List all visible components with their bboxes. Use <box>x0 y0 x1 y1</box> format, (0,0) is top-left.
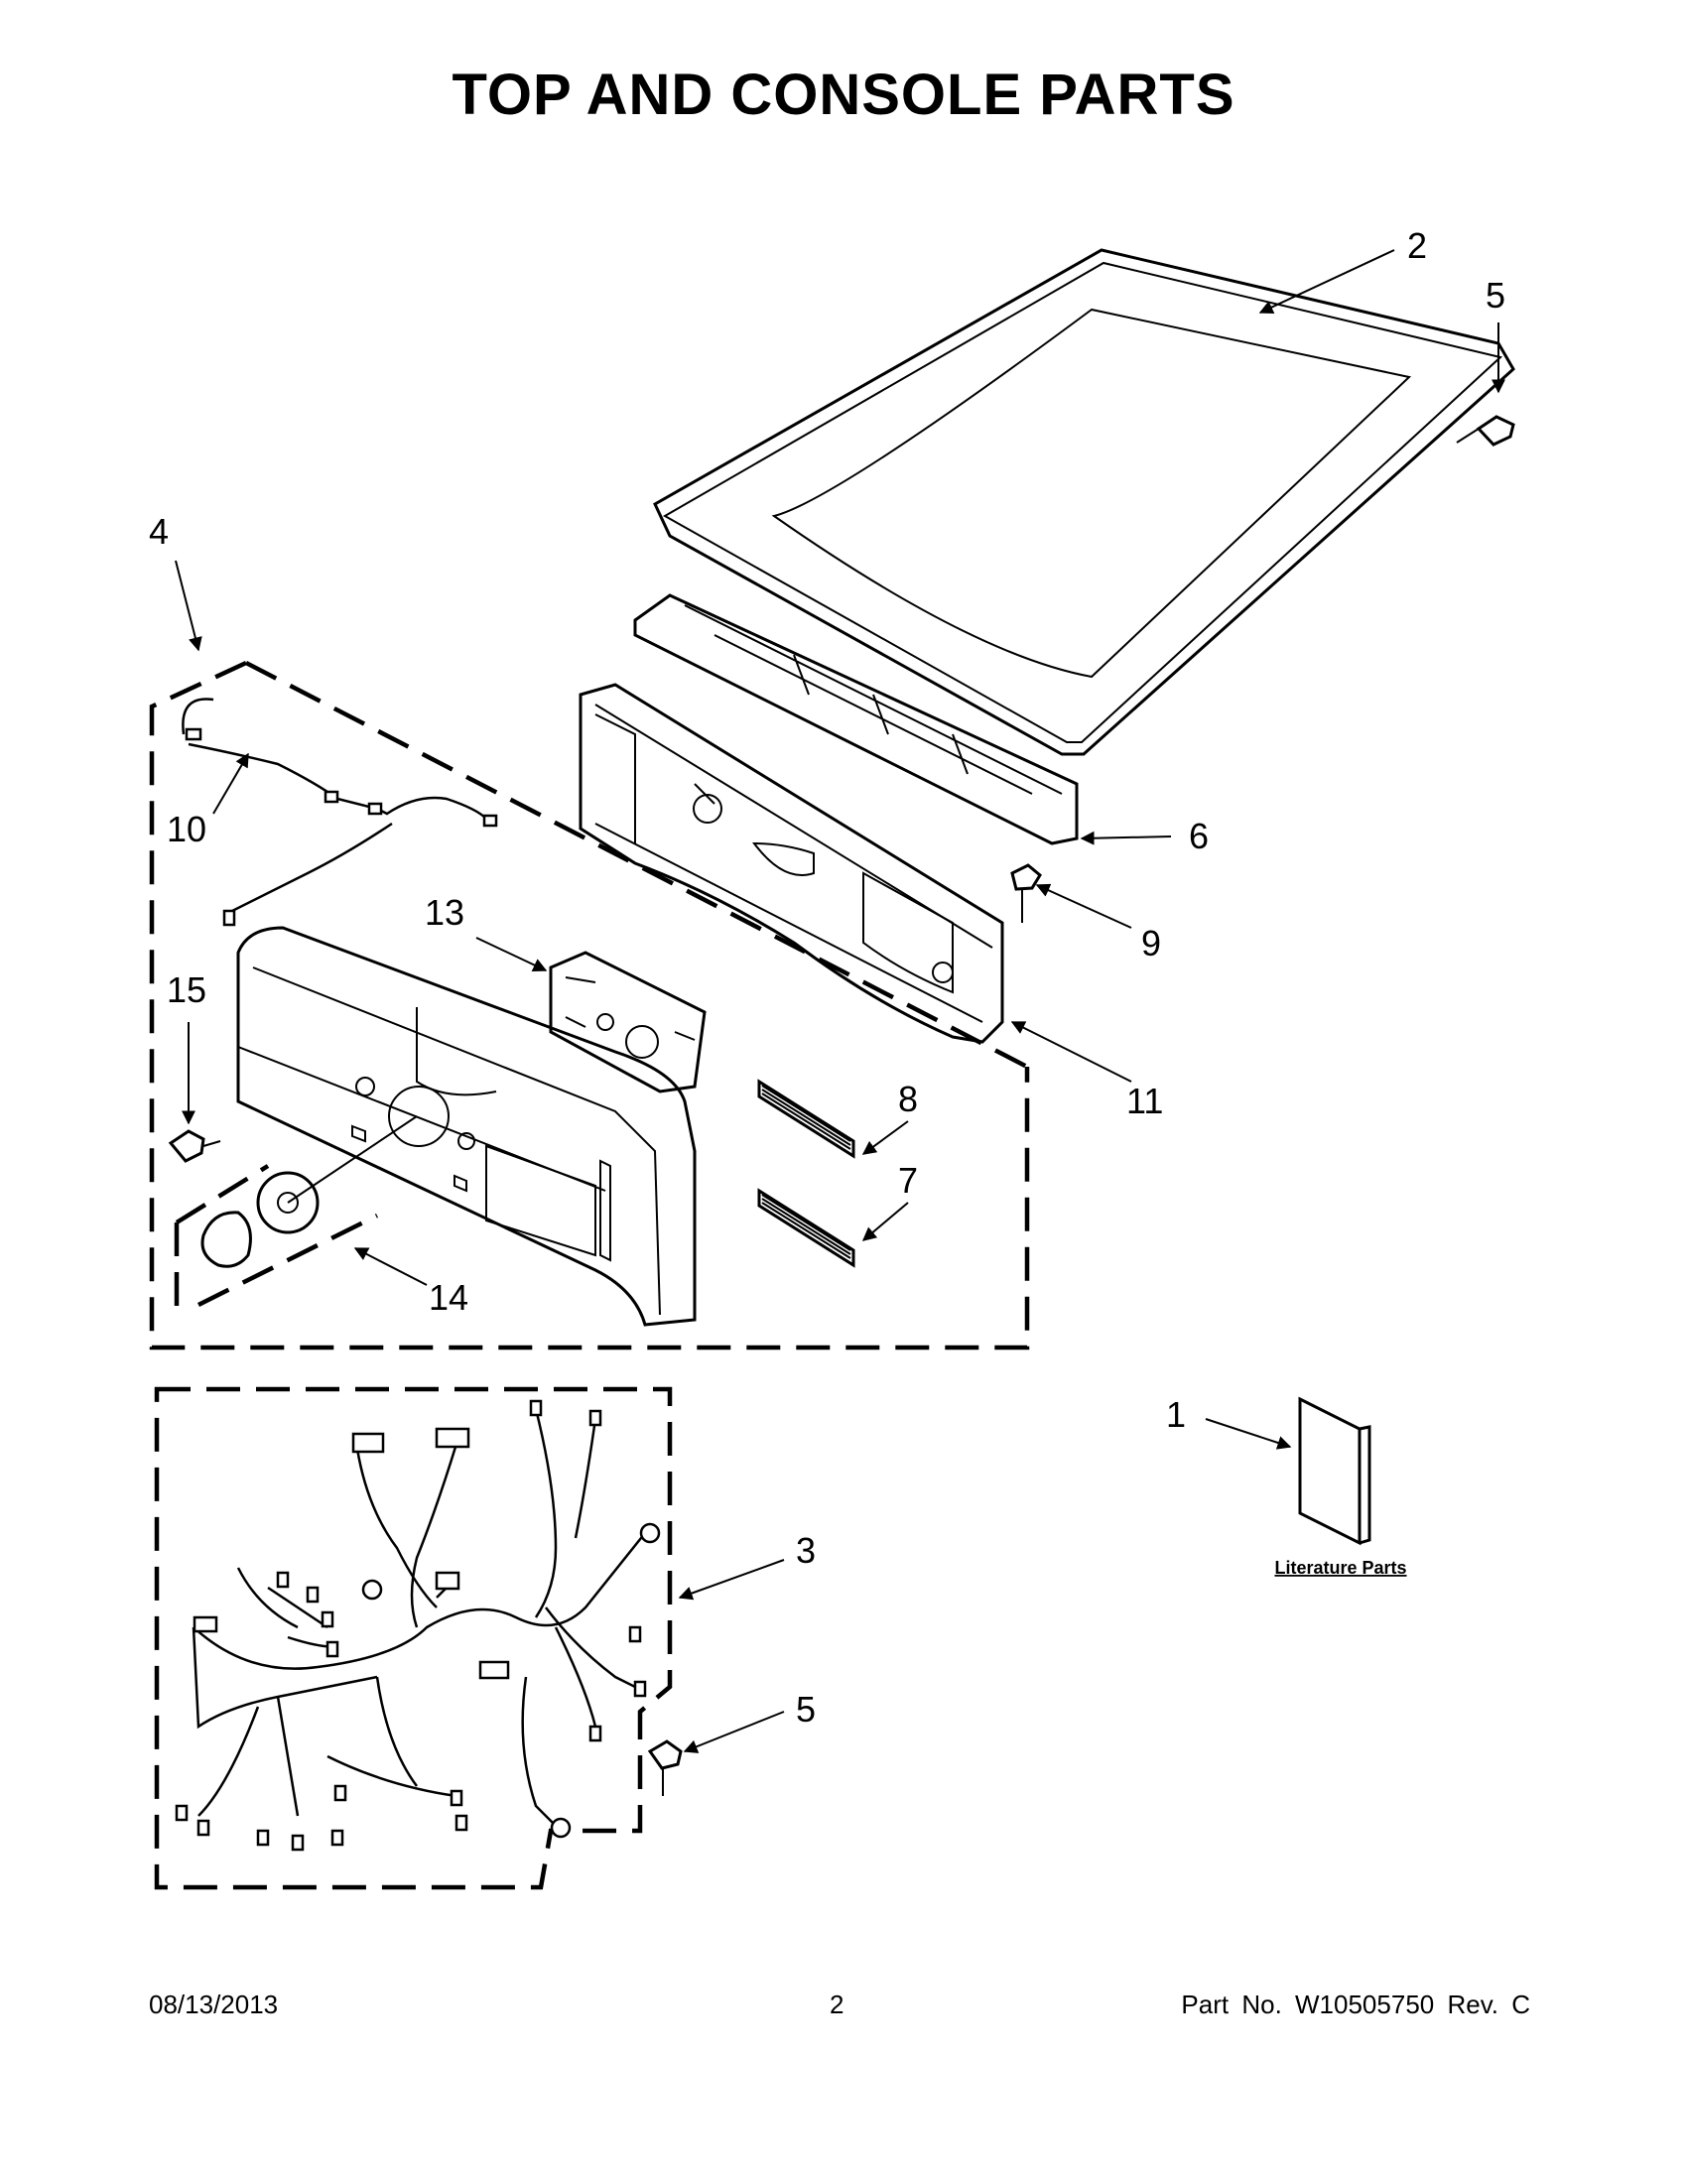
callout-6: 6 <box>1189 816 1209 856</box>
page-title: TOP AND CONSOLE PARTS <box>452 63 1235 127</box>
ribbon-cables-drawing <box>757 1079 855 1268</box>
footer-part-number: Part No. W10505750 Rev. C <box>1181 1990 1530 2019</box>
top-panel-drawing <box>653 248 1515 756</box>
console-harness-drawing <box>182 698 498 927</box>
main-wire-harness-drawing <box>175 1399 661 1852</box>
callout-5-top: 5 <box>1486 275 1505 316</box>
callout-7: 7 <box>898 1160 918 1201</box>
console-panel-drawing <box>236 926 697 1327</box>
footer-date: 08/13/2013 <box>149 1990 279 2019</box>
knob-assembly-drawing <box>174 1115 418 1320</box>
callout-15: 15 <box>167 969 206 1010</box>
electronic-control-drawing <box>549 951 707 1093</box>
screw-drawing-console-left <box>168 1129 221 1163</box>
console-assembly-boundary <box>149 660 1030 1350</box>
main-harness-boundary <box>154 1386 673 1890</box>
leader-arrows <box>175 249 1505 1753</box>
callout-5-bottom: 5 <box>796 1689 816 1730</box>
screw-drawing-harness <box>647 1739 683 1796</box>
console-back-drawing <box>579 683 1004 1044</box>
callout-2: 2 <box>1407 225 1427 266</box>
literature-booklet-drawing <box>1298 1396 1371 1546</box>
screw-drawing-console <box>1010 863 1042 923</box>
callout-10: 10 <box>167 809 206 849</box>
callout-11: 11 <box>1126 1081 1163 1121</box>
literature-parts-label: Literature Parts <box>1274 1558 1406 1578</box>
footer-page-number: 2 <box>830 1990 844 2019</box>
callout-labels: 2 5 4 6 10 9 13 15 11 8 7 14 1 3 5 <box>149 225 1505 1730</box>
callout-8: 8 <box>898 1079 918 1119</box>
console-bracket-drawing <box>633 593 1079 845</box>
callout-9: 9 <box>1141 923 1161 964</box>
callout-3: 3 <box>796 1530 816 1571</box>
callout-1: 1 <box>1166 1394 1186 1435</box>
callout-4: 4 <box>149 511 169 552</box>
callout-14: 14 <box>429 1277 468 1318</box>
callout-13: 13 <box>425 892 464 933</box>
screw-drawing-top <box>1456 415 1515 447</box>
